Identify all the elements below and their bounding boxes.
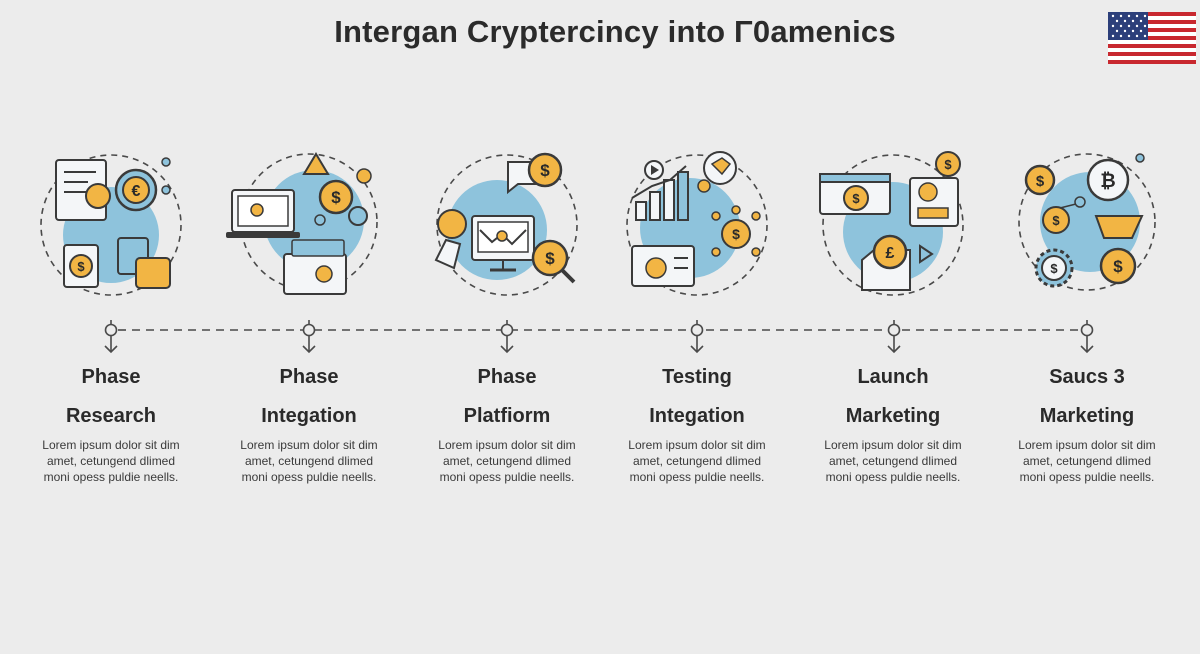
svg-text:$: $ bbox=[732, 226, 740, 242]
us-flag-icon bbox=[1108, 12, 1196, 64]
step-title-line2: Marketing bbox=[1039, 405, 1135, 427]
svg-text:$: $ bbox=[540, 161, 550, 180]
svg-text:$: $ bbox=[1050, 261, 1058, 276]
step-testing: $ Testing Integation Lorem ipsum dolor s… bbox=[612, 0, 782, 654]
page-title: Intergan Cryptercincy into Γ0amenics bbox=[334, 14, 896, 49]
step-title-line1: Phase bbox=[81, 366, 141, 388]
bitcoin-marketing-icon: $ ₿ $ $ $ bbox=[1018, 153, 1156, 291]
step-title-line2: Research bbox=[65, 405, 157, 427]
step-title-line1: Testing bbox=[662, 366, 732, 388]
testing-chart-icon: $ bbox=[626, 151, 768, 296]
svg-text:$: $ bbox=[944, 157, 952, 172]
timeline-node-5 bbox=[887, 320, 901, 354]
svg-text:$: $ bbox=[331, 188, 341, 207]
step-title-line2: Platfiorm bbox=[463, 405, 551, 427]
svg-text:$: $ bbox=[1052, 213, 1060, 228]
step-title-line1: Phase bbox=[477, 366, 537, 388]
step-title-line1: Saucs 3 bbox=[1049, 366, 1125, 388]
svg-text:$: $ bbox=[852, 191, 860, 206]
step-integration: $ Phase Integation Lorem ipsum dolor sit… bbox=[224, 0, 394, 654]
svg-text:$: $ bbox=[1036, 173, 1045, 190]
svg-text:$: $ bbox=[545, 249, 555, 268]
svg-text:₿: ₿ bbox=[1100, 171, 1115, 192]
finance-research-icon: € $ bbox=[40, 154, 182, 296]
step-title-line2: Integation bbox=[261, 405, 357, 427]
platform-monitor-icon: $ $ bbox=[434, 152, 578, 296]
timeline-node-6 bbox=[1080, 320, 1094, 354]
timeline bbox=[104, 320, 1094, 354]
launch-marketing-icon: $ $ £ bbox=[819, 151, 964, 296]
timeline-node-2 bbox=[302, 320, 316, 354]
step-platform: $ $ Phase Platfiorm Lorem ipsum dolor si… bbox=[422, 0, 592, 654]
step-research: € $ Phase Research Lorem ipsum dolor sit… bbox=[26, 0, 196, 654]
laptop-integration-icon: $ bbox=[226, 152, 378, 295]
step-title-line1: Launch bbox=[857, 366, 929, 388]
svg-text:$: $ bbox=[1113, 257, 1123, 276]
step-sales-marketing: $ ₿ $ $ $ Saucs 3 Marketing Lorem ipsum … bbox=[1002, 0, 1172, 654]
timeline-node-1 bbox=[104, 320, 118, 354]
timeline-node-4 bbox=[690, 320, 704, 354]
step-title-line2: Integation bbox=[649, 405, 745, 427]
timeline-node-3 bbox=[500, 320, 514, 354]
step-title-line1: Phase bbox=[279, 366, 339, 388]
step-title-line2: Marketing bbox=[845, 405, 941, 427]
svg-text:£: £ bbox=[886, 245, 895, 262]
svg-text:€: € bbox=[132, 183, 141, 200]
svg-text:$: $ bbox=[77, 259, 85, 274]
step-launch: $ $ £ Launch Marketing Lorem ipsum dolor… bbox=[808, 0, 978, 654]
